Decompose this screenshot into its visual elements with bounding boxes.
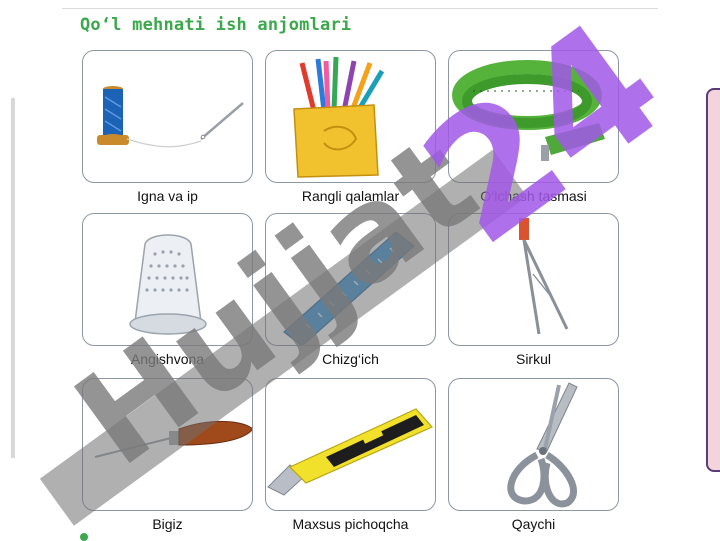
item-label: Igna va ip <box>137 188 198 204</box>
item-card-scissors[interactable] <box>448 378 619 511</box>
scissors-icon <box>507 382 578 508</box>
needle-thread-icon <box>97 86 244 148</box>
item-card-thimble[interactable] <box>82 213 253 346</box>
side-panel <box>706 88 720 472</box>
item-label: Rangli qalamlar <box>301 188 400 204</box>
bullet-dot <box>80 533 88 541</box>
left-edge-bar <box>11 98 15 458</box>
awl-icon <box>94 420 252 458</box>
item-label: Bigiz <box>152 516 183 532</box>
page-title: Qo‘l mehnati ish anjomlari <box>80 15 352 35</box>
top-divider <box>62 8 658 9</box>
item-label: Qaychi <box>511 516 556 532</box>
item-card-pencils[interactable] <box>265 50 436 183</box>
item-card-needle[interactable] <box>82 50 253 183</box>
colored-pencils-icon <box>293 56 385 178</box>
utility-knife-icon <box>267 408 433 496</box>
measuring-tape-icon <box>452 60 605 161</box>
item-card-awl[interactable] <box>82 378 253 511</box>
item-label: O‘lchash tasmasi <box>480 188 587 204</box>
item-label: Sirkul <box>515 351 551 367</box>
item-label: Chizg‘ich <box>322 351 379 367</box>
ruler-icon <box>283 231 415 345</box>
item-label: Angishvona <box>130 351 205 367</box>
item-card-measuring-tape[interactable] <box>448 50 619 183</box>
item-card-ruler[interactable] <box>265 213 436 346</box>
thimble-icon <box>129 234 207 335</box>
item-card-utility-knife[interactable] <box>265 378 436 511</box>
item-card-compass[interactable] <box>448 213 619 346</box>
compass-icon <box>519 218 569 335</box>
item-label: Maxsus pichoqcha <box>292 516 409 532</box>
